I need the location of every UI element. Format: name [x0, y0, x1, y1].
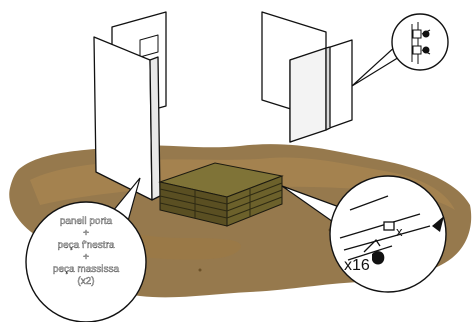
callout-line-5: peça massissa — [53, 264, 120, 275]
callout-line-6: (x2) — [77, 276, 94, 287]
callout-line-3: peça f'nestra — [58, 240, 115, 251]
callout-line-1: paneil porta — [60, 216, 113, 227]
hinge-detail-callout — [352, 14, 448, 86]
screw-icon — [372, 251, 384, 264]
callout-line-2: + — [83, 228, 89, 239]
right-panel-assembly — [262, 12, 352, 142]
detail-label-qty: x16 — [344, 257, 370, 274]
left-panel-assembly — [94, 12, 166, 200]
left-front-panel-edge — [150, 57, 160, 200]
callout-line-4: + — [83, 252, 89, 263]
right-front-panel-b — [290, 48, 326, 142]
left-front-panel — [94, 37, 152, 200]
detail-label-x: x — [396, 224, 403, 239]
